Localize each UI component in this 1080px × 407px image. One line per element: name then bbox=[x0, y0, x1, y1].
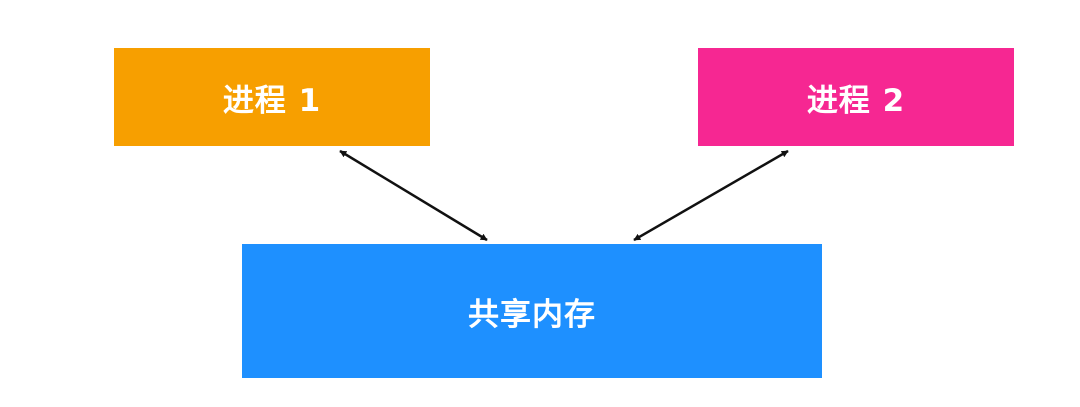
arrow-process2-shared-memory bbox=[633, 149, 789, 242]
process-1-node: 进程 1 bbox=[114, 48, 430, 146]
arrow-process1-shared-memory bbox=[339, 149, 488, 242]
shared-memory-node: 共享内存 bbox=[242, 244, 822, 378]
process-1-label: 进程 1 bbox=[222, 82, 322, 119]
shared-memory-label: 共享内存 bbox=[468, 296, 596, 333]
process-2-label: 进程 2 bbox=[806, 82, 906, 119]
process-2-node: 进程 2 bbox=[698, 48, 1014, 146]
